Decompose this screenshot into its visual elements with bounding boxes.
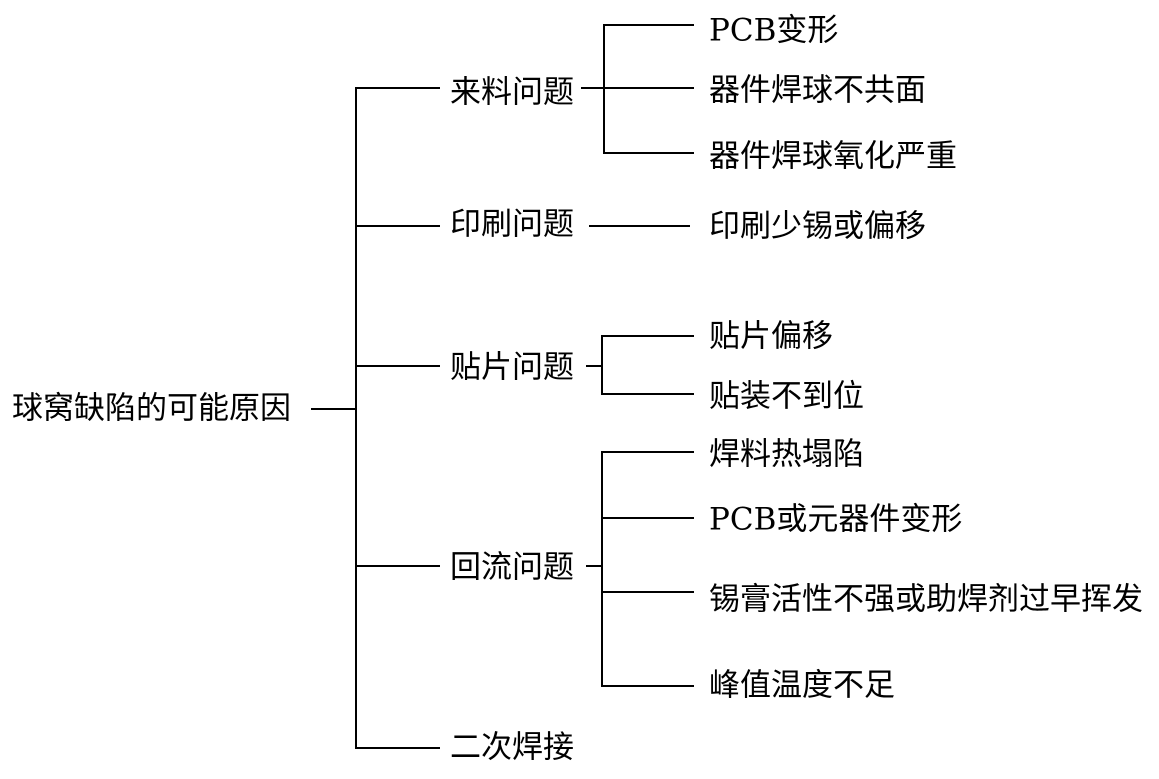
cause-insufficient-paste-or-offset: 印刷少锡或偏移 [709, 208, 926, 245]
cause-weak-flux-activity: 锡膏活性不强或助焊剂过早挥发 [709, 581, 1143, 618]
category-placement: 贴片问题 [450, 349, 574, 386]
cause-placement-not-seated: 贴装不到位 [709, 378, 864, 415]
category-reflow: 回流问题 [450, 549, 574, 586]
category-printing: 印刷问题 [450, 206, 574, 243]
cause-pcb-or-component-warpage: PCB或元器件变形 [709, 501, 963, 538]
cause-ball-coplanarity: 器件焊球不共面 [709, 72, 926, 109]
root-node: 球窝缺陷的可能原因 [12, 390, 291, 427]
cause-solder-hot-slump: 焊料热塌陷 [709, 436, 864, 473]
cause-pcb-warpage: PCB变形 [709, 12, 839, 49]
category-incoming-material: 来料问题 [450, 74, 574, 111]
cause-ball-oxidation: 器件焊球氧化严重 [709, 138, 957, 175]
cause-low-peak-temperature: 峰值温度不足 [709, 667, 895, 704]
category-rework-soldering: 二次焊接 [450, 729, 574, 766]
cause-placement-offset: 贴片偏移 [709, 318, 833, 355]
